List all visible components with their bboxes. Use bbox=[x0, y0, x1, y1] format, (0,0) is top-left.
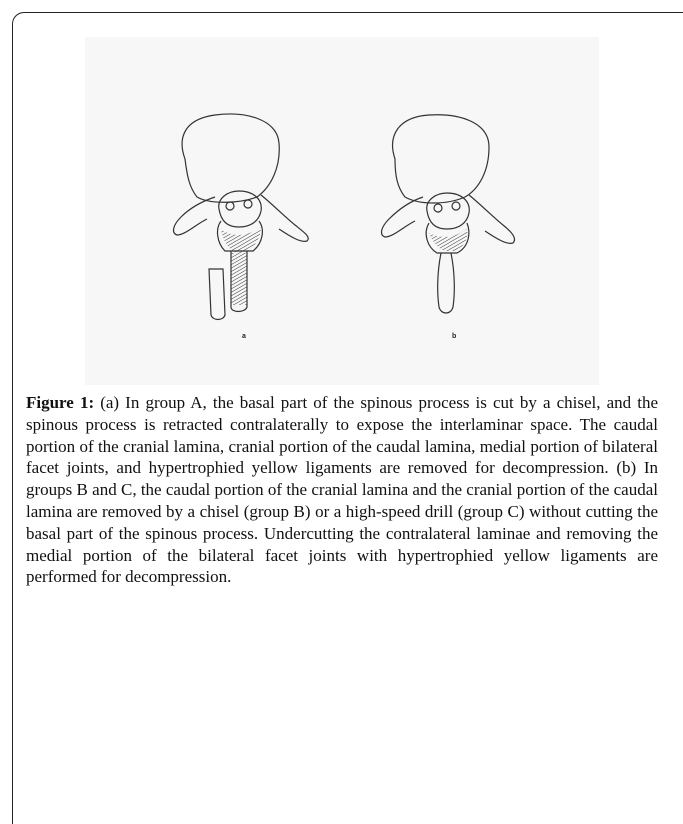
figure-caption: Figure 1: (a) In group A, the basal part… bbox=[26, 392, 658, 588]
figure-image: a b bbox=[85, 37, 599, 385]
subfigure-label-a: a bbox=[242, 333, 246, 340]
vertebra-b-illustration bbox=[382, 115, 515, 313]
hatched-resection-b bbox=[429, 229, 468, 251]
hatched-resection-a bbox=[221, 227, 261, 305]
caption-text: (a) In group A, the basal part of the sp… bbox=[26, 393, 658, 586]
subfigure-label-b: b bbox=[452, 333, 456, 340]
figure-label: Figure 1: bbox=[26, 393, 94, 412]
